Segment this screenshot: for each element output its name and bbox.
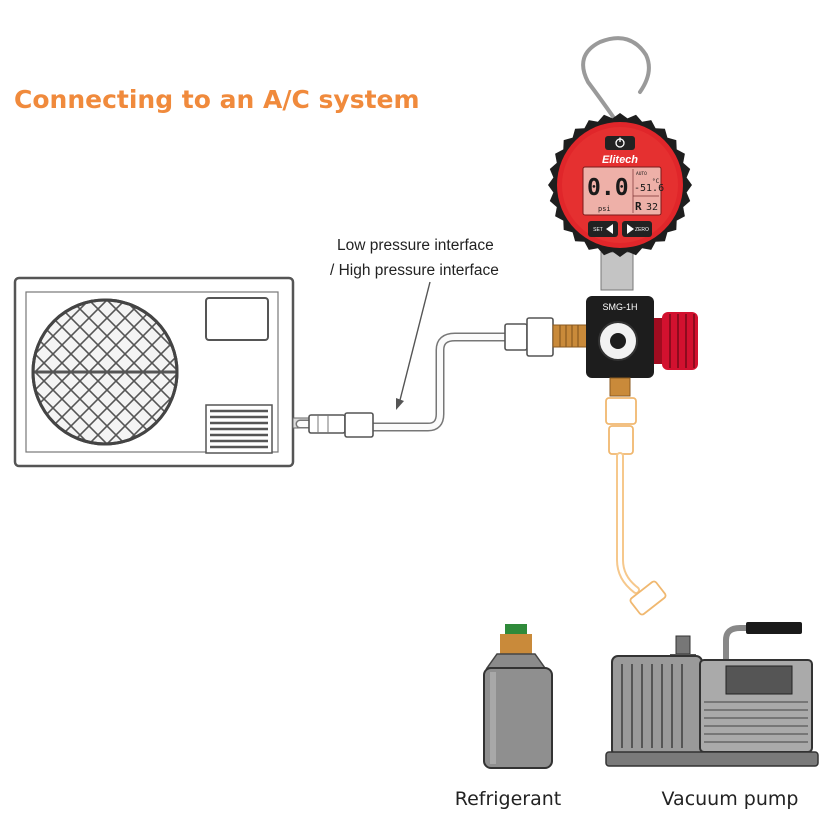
power-button[interactable] — [605, 136, 635, 150]
power-icon — [615, 137, 625, 148]
brand-logo: Elitech — [602, 154, 638, 166]
temperature-reading: -51.6 — [634, 183, 664, 194]
manifold-block: SMG-1H — [586, 251, 698, 397]
callout-arrow-icon — [396, 398, 404, 410]
refrigerant-code: 32 — [646, 202, 658, 213]
refrigerant-cylinder — [483, 624, 553, 769]
brass-fitting — [552, 324, 588, 348]
vent-slats — [205, 404, 273, 454]
hanging-hook — [581, 36, 651, 130]
ac-outdoor-unit — [13, 276, 310, 468]
vacuum-pump-label: Vacuum pump — [662, 788, 799, 810]
digital-manifold-gauge: Elitech 0.0 psi AUTO -51.6 °C R 32 SET Z… — [548, 113, 692, 257]
callout-line-2: / High pressure interface — [330, 262, 499, 279]
left-arrow-icon — [606, 224, 613, 234]
refrigerant-prefix: R — [635, 200, 642, 213]
pressure-reading: 0.0 — [587, 175, 629, 201]
zero-label: ZERO — [635, 227, 649, 233]
refrigerant-label: Refrigerant — [455, 788, 562, 810]
callout-line-1: Low pressure interface — [337, 237, 494, 254]
interface-callout: Low pressure interface / High pressure i… — [330, 237, 499, 410]
zero-button[interactable]: ZERO — [622, 221, 652, 237]
lcd-display: 0.0 psi AUTO -51.6 °C R 32 — [582, 166, 664, 216]
set-button[interactable]: SET — [588, 221, 618, 237]
diagram-title: Connecting to an A/C system — [14, 85, 420, 114]
auto-indicator: AUTO — [636, 171, 647, 177]
model-label: SMG-1H — [602, 302, 637, 312]
temperature-unit: °C — [652, 178, 660, 185]
access-panel — [205, 297, 269, 341]
right-arrow-icon — [627, 224, 634, 234]
vacuum-pump — [605, 622, 819, 767]
clear-hose — [295, 317, 554, 438]
set-label: SET — [593, 227, 603, 233]
yellow-hose — [605, 397, 667, 616]
valve-knob[interactable] — [654, 312, 698, 370]
pressure-unit: psi — [598, 205, 611, 213]
